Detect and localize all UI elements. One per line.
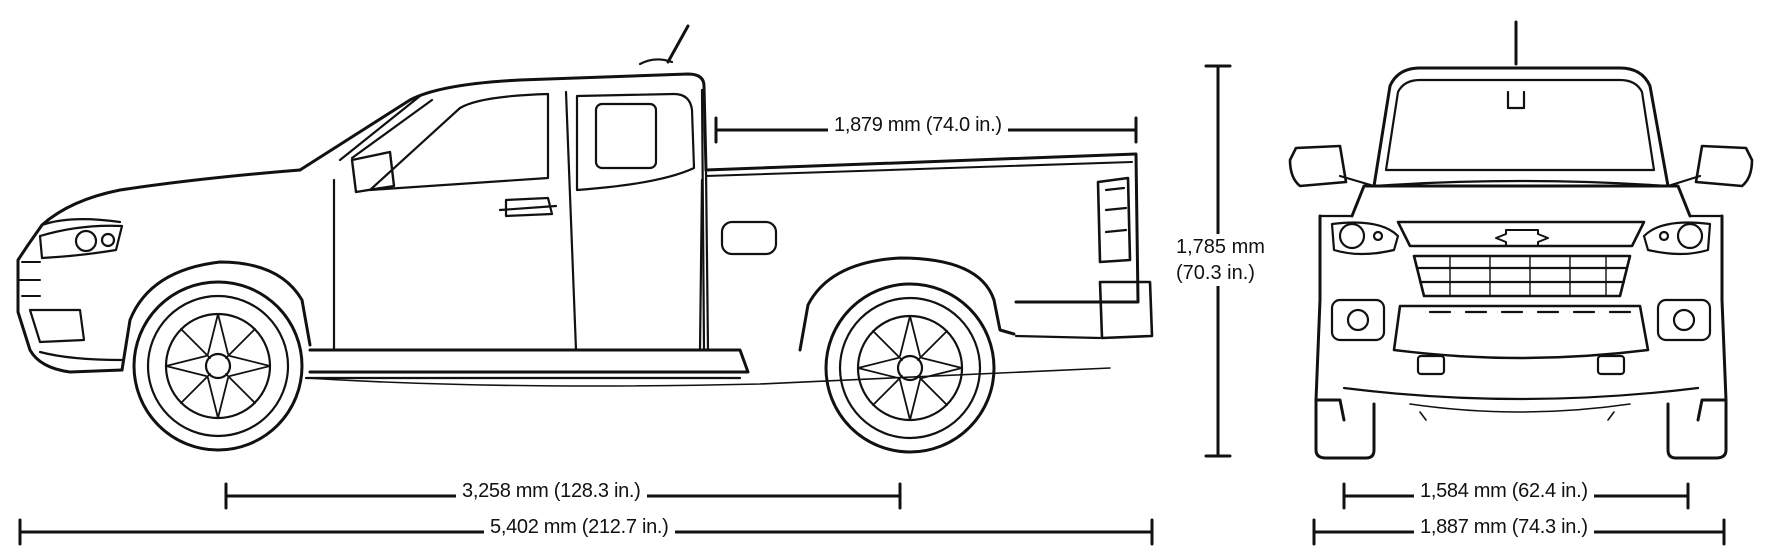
overall-length-label: 5,402 mm (212.7 in.) [484,515,675,539]
track-width-label: 1,584 mm (62.4 in.) [1414,479,1594,503]
height-in: (70.3 in.) [1176,262,1255,284]
height-label: 1,785 mm (70.3 in.) [1174,234,1267,286]
truck-front-view [1288,20,1754,460]
wheelbase-label: 3,258 mm (128.3 in.) [456,479,647,503]
overall-width-label: 1,887 mm (74.3 in.) [1414,515,1594,539]
bed-length-label: 1,879 mm (74.0 in.) [828,113,1008,137]
truck-side-view [16,24,1154,454]
height-mm: 1,785 mm [1176,236,1265,258]
